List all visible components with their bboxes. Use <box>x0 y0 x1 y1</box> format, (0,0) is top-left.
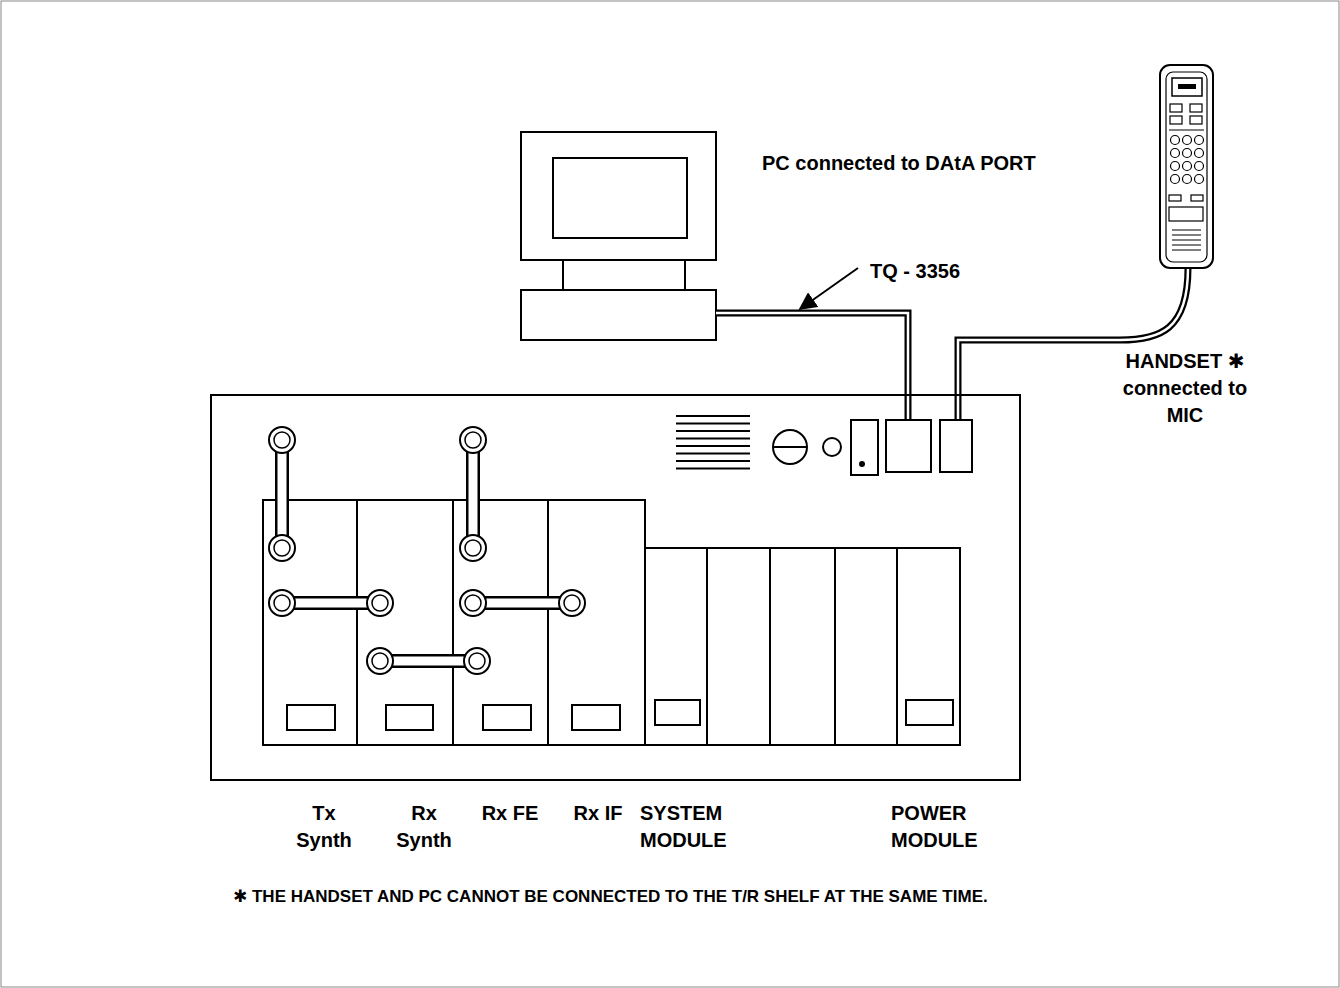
connector-ring <box>274 595 290 611</box>
key <box>1183 175 1192 184</box>
jumper-outer <box>380 654 477 668</box>
data-port <box>886 420 931 472</box>
key <box>1171 149 1180 158</box>
key <box>1195 149 1204 158</box>
connector-ring <box>372 653 388 669</box>
jumper-inner <box>473 599 572 608</box>
jumper-outer <box>275 440 289 548</box>
part-label: Rx IF <box>560 800 636 827</box>
connector-ring <box>564 595 580 611</box>
key <box>1171 162 1180 171</box>
connector-ring <box>274 432 290 448</box>
connector-ring <box>460 535 486 561</box>
data-cable <box>716 313 908 420</box>
grille-line <box>1172 240 1201 241</box>
cable-callout: TQ - 3356 <box>870 258 960 285</box>
connector-ring <box>469 653 485 669</box>
grille-line <box>1172 250 1201 251</box>
grille-line <box>1172 230 1201 231</box>
part-label: PC connected to DAtA PORT <box>762 150 1036 177</box>
key <box>1183 149 1192 158</box>
leader-arrow <box>800 268 858 309</box>
jumper-outer <box>466 440 480 548</box>
connector-ring <box>465 432 481 448</box>
connector-ring <box>269 427 295 453</box>
jumper-outer <box>473 596 572 610</box>
part-label: Tx Synth <box>284 800 364 854</box>
grille-line <box>1172 235 1201 236</box>
key <box>1171 175 1180 184</box>
connector-ring <box>465 540 481 556</box>
connector-ring <box>274 540 290 556</box>
connector-ring <box>367 590 393 616</box>
vent-slot <box>676 430 750 432</box>
tr-shelf <box>211 395 1020 780</box>
vent-slot <box>676 468 750 470</box>
vent-slot <box>676 438 750 440</box>
key <box>1195 136 1204 145</box>
mic-port <box>940 420 972 472</box>
connector-ring <box>559 590 585 616</box>
jumper-inner <box>380 657 477 666</box>
vent-slot <box>676 423 750 425</box>
part-label: SYSTEM MODULE <box>640 800 750 854</box>
vent-slot <box>676 415 750 417</box>
connector-ring <box>465 595 481 611</box>
pc-computer <box>521 132 716 340</box>
connector-ring <box>269 535 295 561</box>
key <box>1195 162 1204 171</box>
jumper-inner <box>469 440 478 548</box>
handset <box>1160 65 1213 268</box>
part-label: POWER MODULE <box>891 800 1001 854</box>
part-label: Rx Synth <box>384 800 464 854</box>
modules <box>263 500 960 745</box>
connector-ring <box>464 648 490 674</box>
key <box>1183 136 1192 145</box>
connector-ring <box>367 648 393 674</box>
part-label: Rx FE <box>472 800 548 827</box>
vent-slot <box>676 445 750 447</box>
key <box>1183 162 1192 171</box>
grille-line <box>1172 245 1201 246</box>
connector-ring <box>372 595 388 611</box>
connector-ring <box>460 427 486 453</box>
jumper-outer <box>282 596 380 610</box>
key <box>1171 136 1180 145</box>
jumper-inner <box>282 599 380 608</box>
part-label: HANDSET ✱ connected to MIC <box>1110 348 1260 429</box>
key <box>1195 175 1204 184</box>
vent-slot <box>676 460 750 462</box>
coax-jumpers <box>269 427 585 674</box>
connector-ring <box>460 590 486 616</box>
jumper-inner <box>278 440 287 548</box>
connector-ring <box>269 590 295 616</box>
vent-slot <box>676 453 750 455</box>
footnote: ✱ THE HANDSET AND PC CANNOT BE CONNECTED… <box>233 883 988 910</box>
